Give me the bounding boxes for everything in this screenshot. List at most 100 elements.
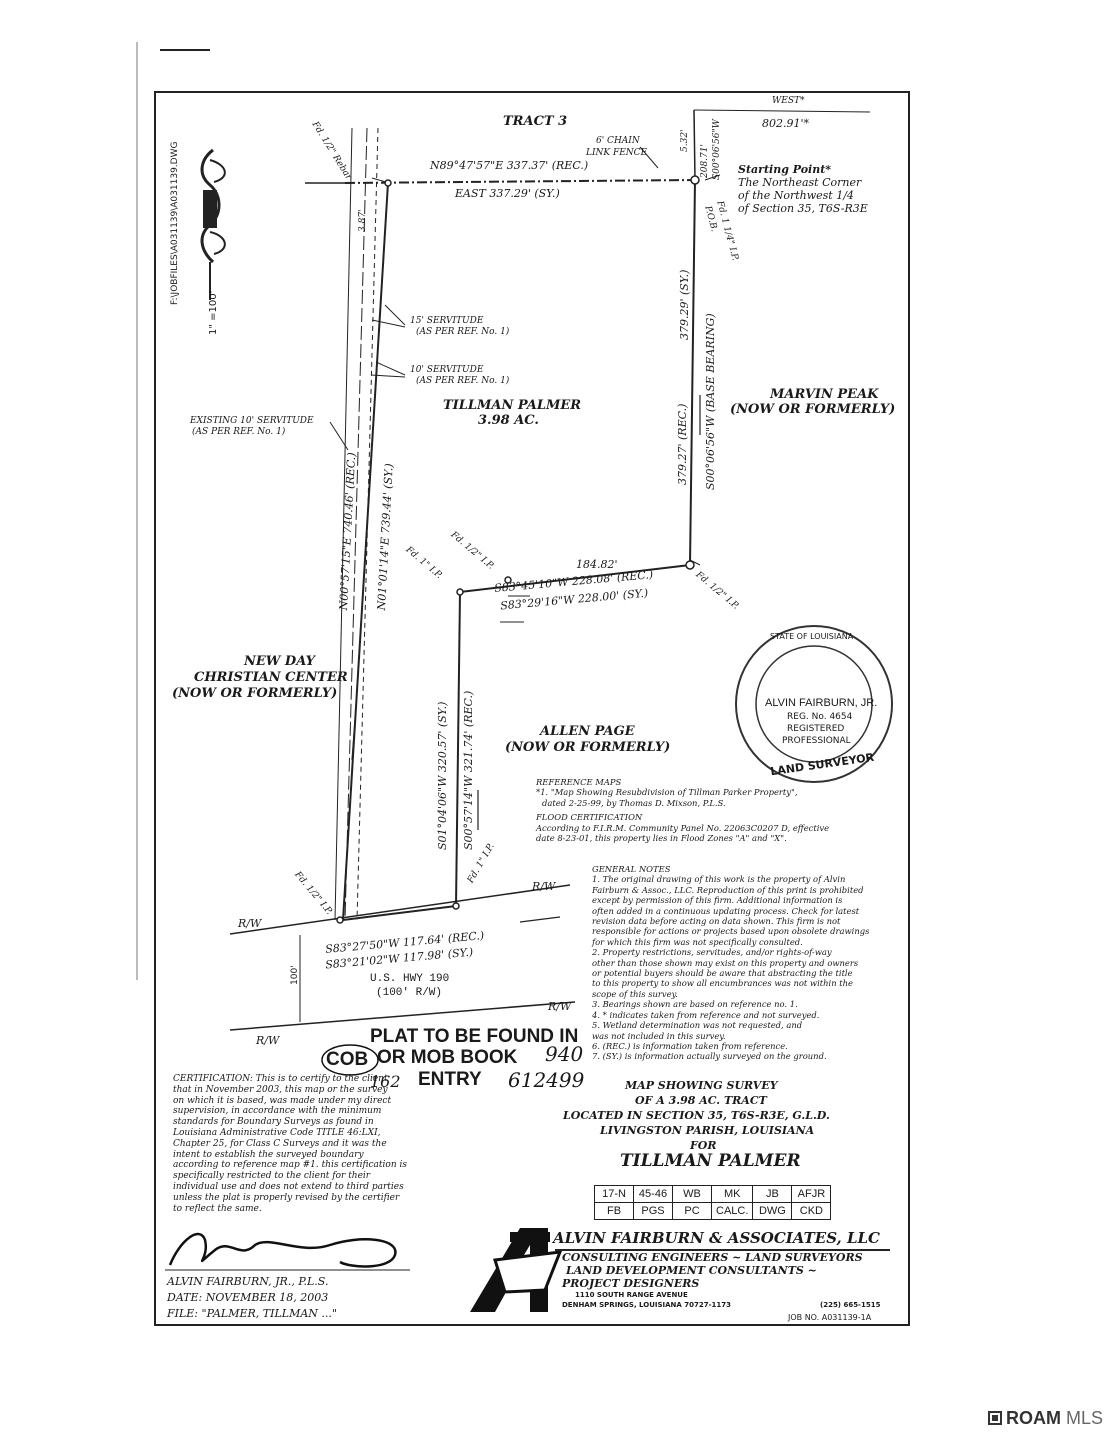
chain-fence-2: LINK FENCE <box>586 148 648 158</box>
title-l1: MAP SHOWING SURVEY <box>625 1079 778 1092</box>
table-cell: WB <box>672 1185 712 1203</box>
serv10-l1: 10' SERVITUDE <box>410 365 484 375</box>
table-cell: CKD <box>791 1202 832 1220</box>
plat-entry: 612499 <box>508 1068 585 1092</box>
company-name: ALVIN FAIRBURN & ASSOCIATES, LLC <box>553 1229 880 1247</box>
flood-line-1: According to F.I.R.M. Community Panel No… <box>536 822 830 833</box>
mid-dist: 184.82' <box>576 558 618 571</box>
gen-note: 7. (SY.) is information actually surveye… <box>592 1051 827 1062</box>
corner-marker <box>336 916 344 924</box>
rw-south <box>229 1001 576 1031</box>
signature-mark <box>168 1232 397 1268</box>
exist-l2: (AS PER REF. No. 1) <box>192 427 286 437</box>
gen-note: to this property to show all encumbrance… <box>592 978 853 989</box>
title-l4: LIVINGSTON PARISH, LOUISIANA <box>600 1124 815 1137</box>
cert-line: specifically restricted to the client fo… <box>173 1171 371 1182</box>
gen-note: 3. Bearings shown are based on reference… <box>592 999 798 1010</box>
gen-note: other than those shown may exist on this… <box>592 957 859 968</box>
title-l5: FOR <box>690 1139 717 1152</box>
gen-title: GENERAL NOTES <box>592 864 671 874</box>
south-boundary <box>342 905 457 921</box>
gen-note: 5. Wetland determination was not request… <box>592 1020 803 1031</box>
file-path: F:\JOBFILES\A031139\A031139.DWG <box>170 141 180 305</box>
tract3-label: TRACT 3 <box>503 114 568 129</box>
rw-label-se: R/W <box>548 1000 572 1013</box>
general-notes: GENERAL NOTES 1. The original drawing of… <box>592 864 869 1062</box>
table-cell: FB <box>594 1202 634 1220</box>
title-l3: LOCATED IN SECTION 35, T6S-R3E, G.L.D. <box>563 1109 830 1122</box>
mid-boundary <box>459 564 691 593</box>
west-dir: WEST* <box>772 96 805 106</box>
table-cell: 17-N <box>594 1185 634 1203</box>
plat-page: 162 <box>370 1072 401 1091</box>
tillman-name: TILLMAN PALMER <box>443 398 582 413</box>
scale-label: 1" =100' <box>208 290 219 335</box>
company-addr1: 1110 SOUTH RANGE AVENUE <box>575 1291 688 1299</box>
table-row: 17-N 45-46 WB MK JB AFJR <box>594 1185 832 1203</box>
grid-icon-bar <box>992 1415 998 1421</box>
corner-marker <box>384 179 392 187</box>
ref-title: REFERENCE MAPS <box>536 777 622 787</box>
seal-reg: REG. No. 4654 <box>787 712 853 722</box>
corner-marker <box>685 560 695 570</box>
seal-registered: REGISTERED <box>787 724 845 734</box>
plat-note-l1: PLAT TO BE FOUND IN <box>370 1026 579 1047</box>
starting-point-l2: of the Northwest 1/4 <box>738 189 854 202</box>
corner-marker <box>456 588 464 596</box>
inner-sy: S01°04'06"W 320.57' (SY.) <box>436 701 449 850</box>
exist-l1: EXISTING 10' SERVITUDE <box>190 416 314 426</box>
west-reference-line <box>693 109 871 113</box>
cert-line: on which it is based, was made under my … <box>173 1095 392 1106</box>
cert-line: Chapter 25, for Class C Surveys and it w… <box>173 1138 387 1149</box>
table-cell: PC <box>672 1202 712 1220</box>
job-number: JOB NO. A031139-1A <box>788 1313 872 1322</box>
starting-point-label: Starting Point* <box>738 163 832 176</box>
allen-l1: ALLEN PAGE <box>540 724 635 739</box>
chain-fence-1: 6' CHAIN <box>596 136 640 146</box>
corner-marker <box>452 902 460 910</box>
company-l1: CONSULTING ENGINEERS ~ LAND SURVEYORS <box>562 1251 863 1264</box>
north-boundary <box>344 179 696 184</box>
title-l2: OF A 3.98 AC. TRACT <box>635 1094 767 1107</box>
cob-circle <box>321 1044 379 1076</box>
tillman-acres: 3.98 AC. <box>478 413 539 428</box>
title-l6: TILLMAN PALMER <box>620 1151 801 1171</box>
cert-line: individual use and does not extend to th… <box>173 1181 404 1192</box>
reference-notes: REFERENCE MAPS *1. "Map Showing Resubdiv… <box>536 777 829 843</box>
rw-label-w: R/W <box>238 917 262 930</box>
north-bearing-rec: N89°47'57"E 337.37' (REC.) <box>430 159 589 172</box>
west-dist: 802.91'* <box>762 117 810 130</box>
starting-point-l1: The Northeast Corner <box>738 176 862 189</box>
hwy-name: U.S. HWY 190 <box>370 973 450 985</box>
cert-line: standards for Boundary Surveys as found … <box>173 1117 374 1128</box>
surveyor-seal <box>735 625 893 783</box>
hwy-dim: 100' <box>290 965 300 985</box>
flood-title: FLOOD CERTIFICATION <box>536 812 643 823</box>
rw-north <box>229 884 571 935</box>
east-base: S00°06'56"W (BASE BEARING) <box>704 313 717 490</box>
direction-ticks <box>351 395 701 923</box>
leader-lines <box>329 146 721 623</box>
marvin-status: (NOW OR FORMERLY) <box>730 402 896 417</box>
servitude-line-1 <box>334 127 353 921</box>
top-right-dist: 208.71' <box>700 144 710 178</box>
newday-l3: (NOW OR FORMERLY) <box>172 686 338 701</box>
marvin-name: MARVIN PEAK <box>770 387 879 402</box>
table-cell: CALC. <box>710 1202 754 1220</box>
cert-line: supervision, in accordance with the mini… <box>173 1106 382 1117</box>
plat-book: 940 <box>545 1042 584 1066</box>
inner-boundary <box>455 591 461 907</box>
top-right-bearing: S00°06'56"W <box>712 119 722 180</box>
plat-note-mob: OR MOB BOOK <box>377 1047 518 1068</box>
newday-l1: NEW DAY <box>244 654 315 669</box>
gen-note: often added in a continuous updating pro… <box>592 905 860 916</box>
cert-line: to reflect the same. <box>173 1203 262 1214</box>
flood-line-2: date 8-23-01, this property lies in Floo… <box>536 833 787 844</box>
table-cell: DWG <box>752 1202 793 1220</box>
dim-387: 3.87' <box>358 209 368 232</box>
east-boundary <box>689 179 696 566</box>
sheet-border <box>154 91 910 1326</box>
gen-note: except by permission of this firm. Addit… <box>592 895 843 906</box>
signer-date: DATE: NOVEMBER 18, 2003 <box>167 1291 329 1304</box>
newday-l2: CHRISTIAN CENTER <box>194 670 348 685</box>
